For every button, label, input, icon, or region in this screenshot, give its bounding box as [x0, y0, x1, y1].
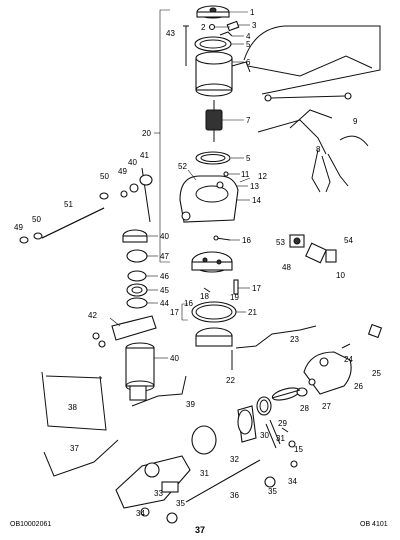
callout-34: 34 — [288, 477, 297, 486]
gear-train-group — [191, 396, 298, 468]
callout-37: 37 — [70, 444, 79, 453]
callout-11: 11 — [241, 170, 250, 179]
callout-42: 42 — [88, 311, 97, 320]
callout-15: 15 — [294, 445, 303, 454]
callout-47: 47 — [160, 252, 169, 261]
callout-16: 16 — [242, 236, 251, 245]
footer-right-code: OB 4101 — [360, 521, 388, 528]
callout-52: 52 — [178, 162, 187, 171]
callout-31: 31 — [276, 434, 285, 443]
callout-49: 49 — [118, 167, 127, 176]
callout-40b: 40 — [160, 232, 169, 241]
callout-21: 21 — [248, 308, 257, 317]
callout-49b: 49 — [14, 223, 23, 232]
callout-40: 40 — [128, 158, 137, 167]
callout-17b: 17 — [170, 308, 179, 317]
callout-1: 1 — [250, 8, 255, 17]
callout-48: 48 — [282, 263, 291, 272]
callout-3: 3 — [252, 21, 257, 30]
switch-assembly — [191, 234, 337, 370]
callout-16b: 16 — [184, 299, 193, 308]
callout-50b: 50 — [32, 215, 41, 224]
callout-19: 19 — [230, 293, 239, 302]
callout-5b: 5 — [246, 154, 251, 163]
callout-54: 54 — [344, 236, 353, 245]
callout-27: 27 — [322, 402, 331, 411]
callout-46: 46 — [160, 272, 169, 281]
leader-lines — [109, 11, 251, 359]
callout-2: 2 — [201, 23, 206, 32]
callout-44: 44 — [160, 299, 169, 308]
callout-50: 50 — [100, 172, 109, 181]
callout-33: 33 — [154, 489, 163, 498]
page-number: 37 — [195, 525, 205, 535]
callout-22: 22 — [226, 376, 235, 385]
callout-20: 20 — [142, 129, 151, 138]
cable-harness — [243, 25, 381, 193]
callout-28: 28 — [300, 404, 309, 413]
callout-10: 10 — [336, 271, 345, 280]
callout-7: 7 — [246, 116, 251, 125]
callout-39: 39 — [186, 400, 195, 409]
page-footer: OB10002061 37 OB 4101 — [10, 521, 388, 535]
callout-45: 45 — [160, 286, 169, 295]
callout-26: 26 — [354, 382, 363, 391]
bracket-and-cylinder — [92, 315, 157, 401]
callout-35b: 35 — [176, 499, 185, 508]
callout-23: 23 — [290, 335, 299, 344]
callout-4: 4 — [246, 32, 251, 41]
callout-51: 51 — [64, 200, 73, 209]
callout-29: 29 — [278, 419, 287, 428]
callout-18: 18 — [200, 292, 209, 301]
starter-motor-assembly — [154, 5, 251, 263]
callout-43: 43 — [166, 29, 175, 38]
callout-30: 30 — [260, 431, 269, 440]
brackets-lower-left — [41, 371, 187, 477]
callout-34b: 34 — [136, 509, 145, 518]
footer-left-code: OB10002061 — [10, 521, 51, 528]
callout-31b: 31 — [200, 469, 209, 478]
callout-labels: 1 2 3 4 5 6 7 5 11 12 13 14 52 43 20 8 9… — [14, 8, 381, 518]
base-and-shaft — [115, 455, 276, 524]
callout-8: 8 — [316, 145, 321, 154]
fuel-pump-group — [271, 323, 383, 401]
solenoid-stack — [122, 229, 148, 309]
callout-25: 25 — [372, 369, 381, 378]
callout-12: 12 — [258, 172, 267, 181]
callout-5: 5 — [246, 40, 251, 49]
callout-13: 13 — [250, 182, 259, 191]
callout-40c: 40 — [170, 354, 179, 363]
callout-17: 17 — [252, 284, 261, 293]
callout-32: 32 — [230, 455, 239, 464]
throttle-linkage-left — [19, 167, 153, 244]
callout-36: 36 — [230, 491, 239, 500]
callout-38: 38 — [68, 403, 77, 412]
callout-41: 41 — [140, 151, 149, 160]
callout-35: 35 — [268, 487, 277, 496]
callout-9: 9 — [353, 117, 358, 126]
callout-24: 24 — [344, 355, 353, 364]
callout-53: 53 — [276, 238, 285, 247]
callout-6: 6 — [246, 58, 251, 67]
callout-14: 14 — [252, 196, 261, 205]
